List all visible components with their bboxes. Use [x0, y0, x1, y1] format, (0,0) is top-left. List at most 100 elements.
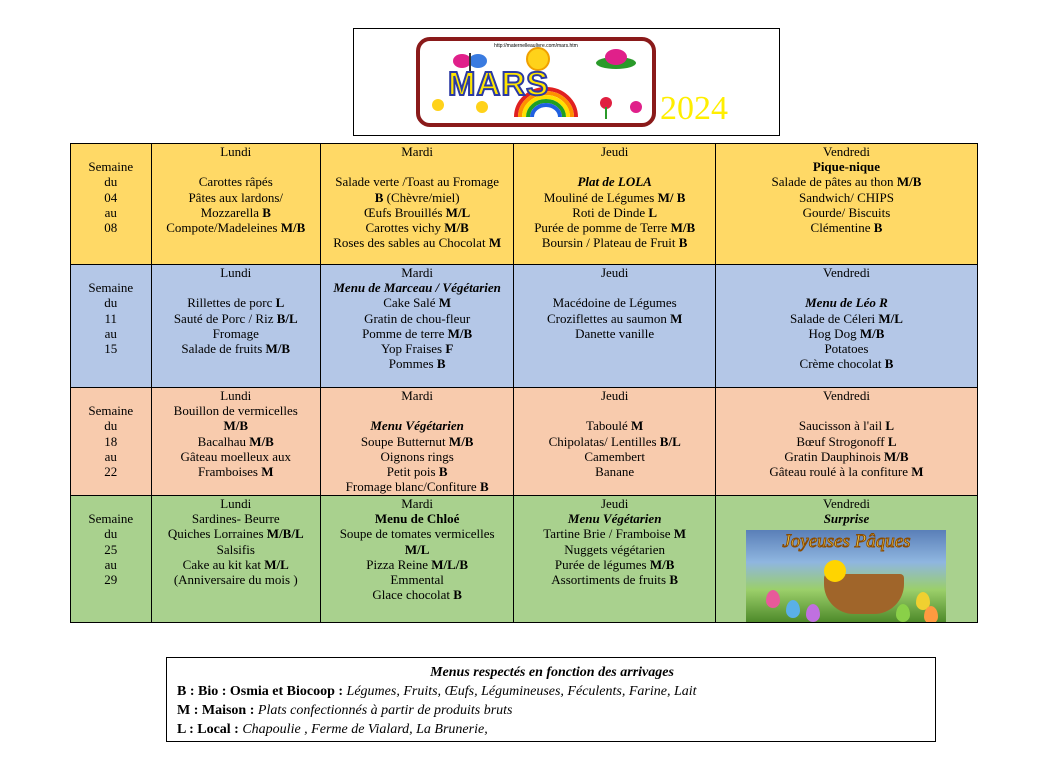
- label-code: L: [275, 295, 285, 311]
- menu-item: Quiches Lorraines M/B/L: [154, 526, 318, 541]
- menu-item: Carottes vichy M/B: [323, 220, 511, 235]
- menu-item: Nuggets végétarien: [516, 542, 713, 557]
- menu-item: Cake au kit kat M/L: [154, 557, 318, 572]
- day-name: Lundi: [220, 496, 252, 511]
- dish-name: (Chèvre/miel): [383, 189, 460, 205]
- dish-name: Bœuf Strogonoff: [796, 433, 888, 449]
- menu-item: Sardines- Beurre: [154, 511, 318, 526]
- menu-item: M/L: [323, 542, 511, 557]
- dish-name: Mouliné de Légumes: [543, 189, 658, 205]
- dish-name: Salade de Céleri: [789, 310, 879, 326]
- dish-name: Purée de pomme de Terre: [534, 220, 671, 235]
- menu-item: B (Chèvre/miel): [323, 190, 511, 205]
- menu-item: Petit pois B: [323, 464, 511, 479]
- dish-name: Fromage: [212, 325, 259, 341]
- dish-name: Pommes: [388, 356, 437, 372]
- label-code: M: [630, 418, 644, 434]
- label-code: M/B: [444, 220, 469, 235]
- menu-item: Salsifis: [154, 542, 318, 557]
- menu-item: Menu de Léo R: [718, 295, 975, 310]
- label-code: M: [673, 526, 687, 542]
- menu-item: Boursin / Plateau de Fruit B: [516, 235, 713, 250]
- label-code: B: [884, 356, 894, 372]
- dish-name: Potatoes: [824, 341, 869, 356]
- legend-item-bio: B : Bio : Osmia et Biocoop : Légumes, Fr…: [177, 684, 697, 699]
- menu-item: Œufs Brouillés M/L: [323, 205, 511, 220]
- menu-item: Carottes râpés: [154, 174, 318, 189]
- menu-item: Gratin de chou-fleur: [323, 311, 511, 326]
- label-code: F: [445, 341, 454, 357]
- egg-icon: [924, 606, 939, 623]
- menu-item: Soupe de tomates vermicelles: [323, 526, 511, 541]
- menu-item: Cake Salé M: [323, 295, 511, 310]
- week-label-line: du: [104, 418, 118, 434]
- dish-name: Camembert: [584, 448, 645, 464]
- label-code: M: [261, 464, 274, 480]
- label-code: M: [911, 464, 924, 479]
- legend-title: Menus respectés en fonction des arrivage…: [430, 665, 674, 680]
- day-name: Lundi: [220, 265, 252, 280]
- menu-item: Pâtes aux lardons/: [154, 190, 318, 205]
- label-code: M/L: [404, 541, 430, 557]
- menu-item: Potatoes: [718, 341, 975, 356]
- day-name: Lundi: [220, 388, 252, 403]
- label-code: B: [438, 464, 448, 479]
- dish-name: Oignons rings: [380, 448, 454, 464]
- week-label-line: du: [104, 174, 118, 190]
- dish-name: Soupe de tomates vermicelles: [339, 526, 495, 542]
- menu-item: Banane: [516, 464, 713, 479]
- dish-name: Pomme de terre: [362, 325, 448, 341]
- day-name: Vendredi: [823, 388, 870, 403]
- menu-item: [154, 159, 318, 174]
- dish-name: Taboulé: [586, 418, 631, 434]
- menu-item: Rillettes de porc L: [154, 295, 318, 310]
- menu-item: Purée de pomme de Terre M/B: [516, 220, 713, 235]
- menu-highlight: Menu de Léo R: [805, 295, 888, 311]
- dish-name: Compote/Madeleines: [166, 220, 281, 235]
- dish-name: Rillettes de porc: [187, 295, 276, 311]
- week-label-line: 22: [104, 464, 118, 479]
- menu-item: Tartine Brie / Framboise M: [516, 526, 713, 541]
- day-name: Jeudi: [600, 388, 629, 403]
- menu-item: Gratin Dauphinois M/B: [718, 449, 975, 464]
- menu-item: M/B: [154, 418, 318, 433]
- dish-name: Roti de Dinde: [572, 204, 649, 220]
- spring-decoration-icon: [432, 47, 642, 119]
- menu-item: [323, 403, 511, 418]
- menu-item: Menu Végétarien: [323, 418, 511, 433]
- menu-highlight: Menu Végétarien: [567, 511, 662, 527]
- dish-name: Soupe Butternut: [360, 433, 449, 449]
- menu-item: Bouillon de vermicelles: [154, 403, 318, 418]
- menu-item: [516, 159, 713, 174]
- dish-name: Sauté de Porc / Riz: [173, 310, 277, 326]
- menu-item: Emmental: [323, 572, 511, 587]
- menu-item: Mouliné de Légumes M/ B: [516, 190, 713, 205]
- dish-name: Banane: [595, 464, 635, 479]
- dish-name: Assortiments de fruits: [551, 572, 670, 588]
- menu-item: Mozzarella B: [154, 205, 318, 220]
- day-name: Jeudi: [600, 265, 629, 280]
- menu-highlight: Surprise: [823, 511, 870, 527]
- label-code: B: [678, 235, 688, 251]
- menu-item: Salade de Céleri M/L: [718, 311, 975, 326]
- menu-item: Sandwich/ CHIPS: [718, 190, 975, 205]
- chick-icon: [824, 560, 847, 583]
- label-code: L: [887, 433, 897, 449]
- week-label-line: 11: [104, 310, 118, 326]
- mars-logo: http://maternelleaulivre.com/mars.htm M: [416, 37, 656, 127]
- menu-item: Pique-nique: [718, 159, 975, 174]
- label-code: M: [438, 295, 452, 311]
- label-code: M/B/L: [266, 526, 304, 542]
- menu-item: [323, 159, 511, 174]
- dish-name: Cake au kit kat: [182, 556, 265, 572]
- label-code: M/L/B: [431, 556, 469, 572]
